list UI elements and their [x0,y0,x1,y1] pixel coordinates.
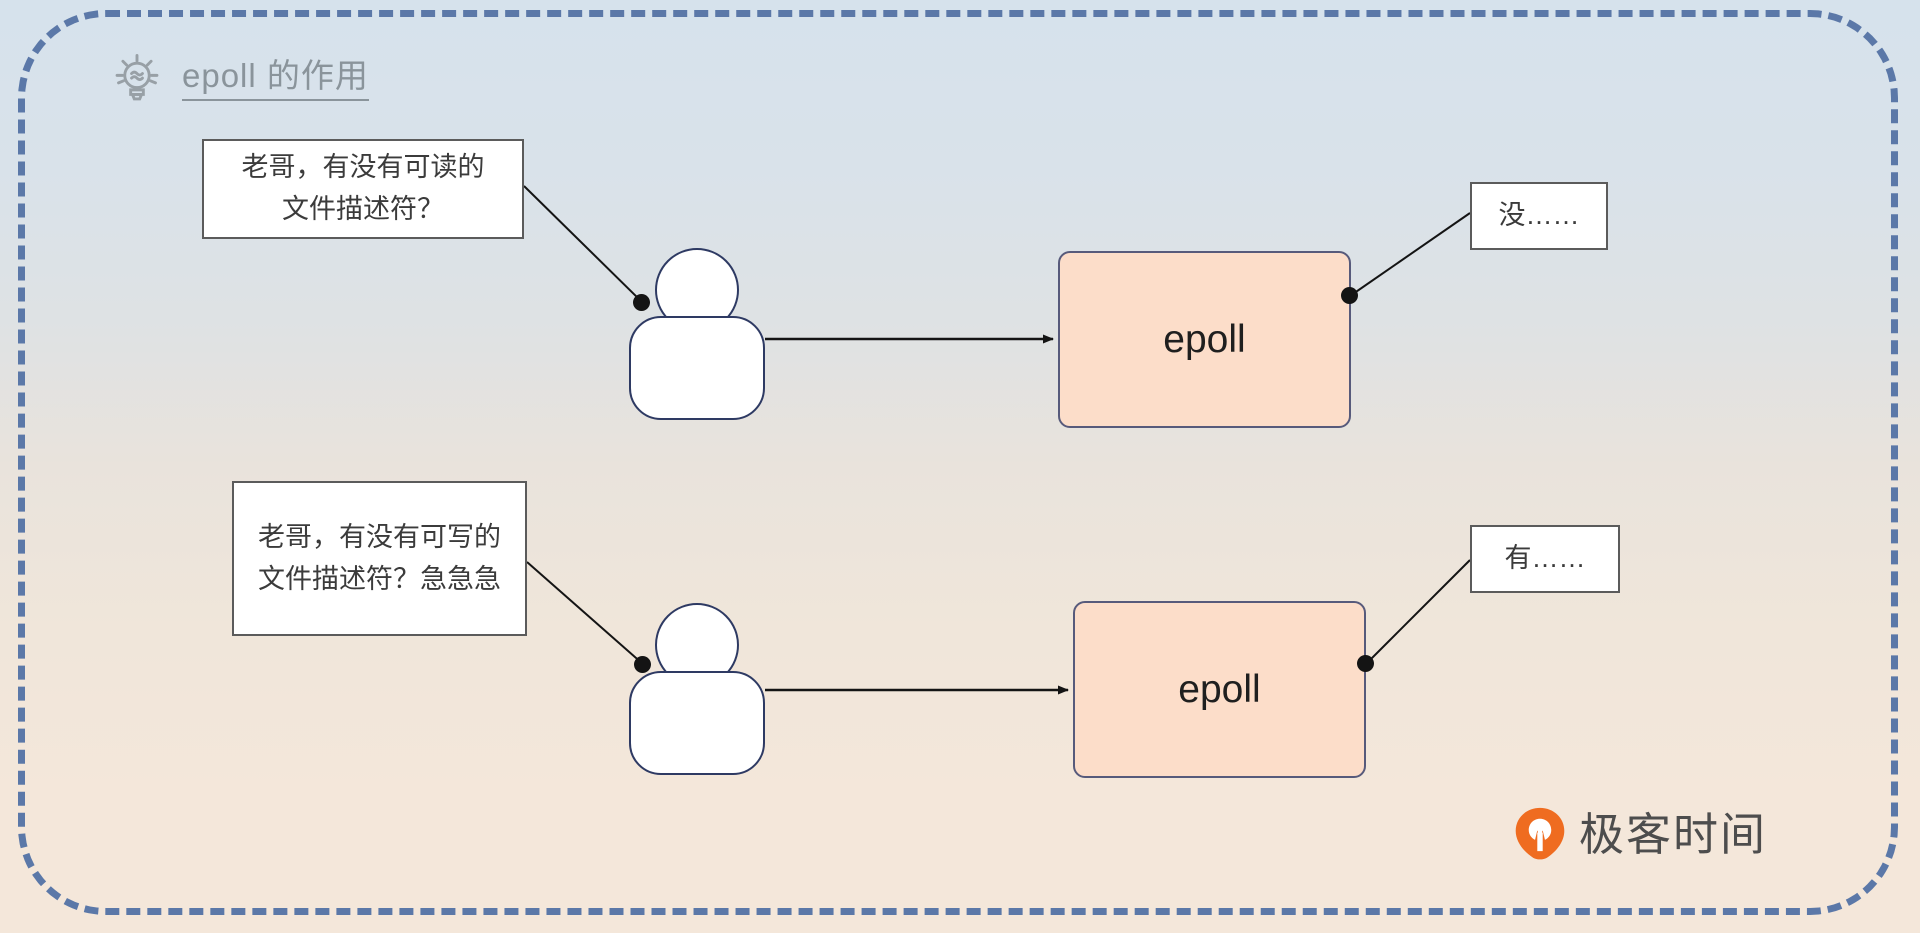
brand-logo: 极客时间 [1513,806,1767,862]
epoll-node-read: epoll [1058,251,1351,428]
epoll-node-label: epoll [1178,667,1261,711]
lightbulb-icon [108,50,166,108]
page-title: epoll 的作用 [182,57,369,101]
geektime-logo-icon [1513,806,1567,862]
person-icon-writer [629,603,765,775]
anchor-dot-reader [633,294,650,311]
epoll-node-write: epoll [1073,601,1366,778]
callout-answer-write: 有…… [1470,525,1620,593]
brand-name: 极客时间 [1579,808,1768,860]
epoll-node-label: epoll [1163,317,1246,361]
anchor-dot-epoll-write [1357,655,1374,672]
callout-answer-text: 没…… [1498,200,1580,231]
callout-line-1: 老哥，有没有可读的 [241,152,485,183]
callout-answer-read: 没…… [1470,182,1608,250]
header: epoll 的作用 [108,50,369,108]
person-body [629,316,765,420]
callout-answer-text: 有…… [1504,543,1586,574]
callout-line-1: 老哥，有没有可写的 [258,521,501,552]
person-body [629,671,765,775]
callout-line-2: 文件描述符？ [282,194,444,224]
leader-line-ask-write [526,561,645,666]
callout-question-write: 老哥，有没有可写的 文件描述符？急急急 [232,481,527,636]
leader-line-reply-no [1349,212,1471,297]
leader-line-ask-read [523,185,644,304]
anchor-dot-writer [634,656,651,673]
leader-line-reply-yes [1365,559,1471,665]
anchor-dot-epoll-read [1341,287,1358,304]
person-icon-reader [629,248,765,420]
callout-line-2: 文件描述符？急急急 [258,563,501,594]
callout-question-read: 老哥，有没有可读的 文件描述符？ [202,139,524,239]
